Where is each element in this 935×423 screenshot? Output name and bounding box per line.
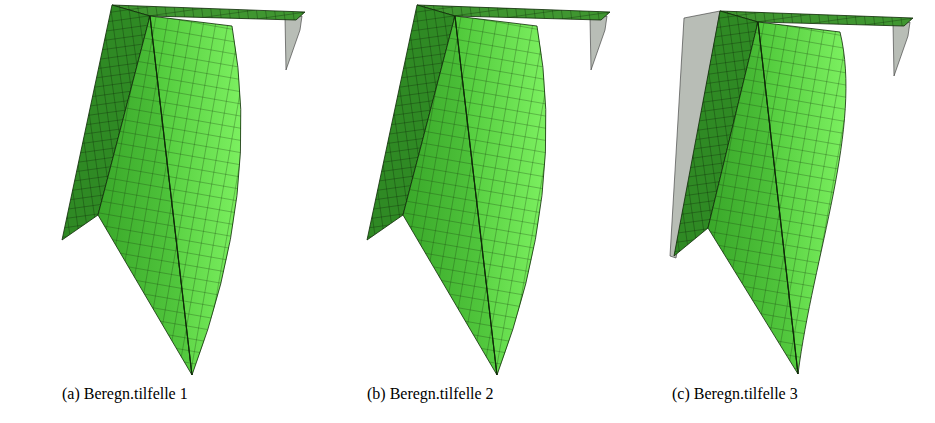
figure-caption: (c) Beregn.tilfelle 3 bbox=[672, 385, 798, 403]
figure-caption: (a) Beregn.tilfelle 1 bbox=[62, 385, 188, 403]
figure-caption: (b) Beregn.tilfelle 2 bbox=[367, 385, 494, 403]
fem-mesh-a bbox=[62, 5, 305, 375]
fem-mesh-b bbox=[367, 5, 610, 375]
fem-mesh-c bbox=[670, 11, 913, 374]
